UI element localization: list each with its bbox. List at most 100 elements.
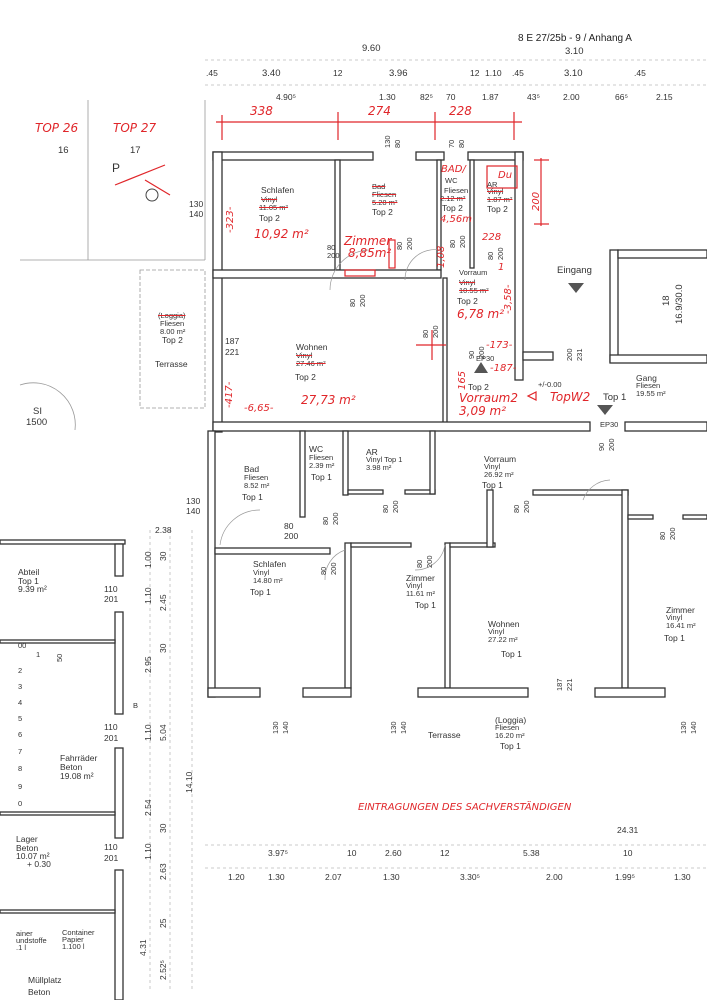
basement-cont1-a-label: ainer [16,929,33,938]
dims_top-red_200-label: 200 [531,191,542,211]
top2-vorraum2-area-label: 3,09 m² [459,404,507,418]
top2-doors-6-label: 80 [486,251,495,260]
top1-vorraum-unit-label: Top 1 [482,480,503,490]
top2-ar-name-label: AR [487,180,498,189]
basement-vdims-6-label: 2.95 [143,656,153,673]
entrance-ep30b-label: EP30 [600,420,619,429]
dims_top-r1-1-label: 3.10 [565,46,584,57]
footer-r2-5-label: 2.00 [546,872,563,882]
top2-red_dims-d228-label: 228 [482,232,502,243]
top1-wohnen-unit-label: Top 1 [501,649,522,659]
parking-top27-label: TOP 27 [113,121,157,135]
basement-lager-area-label: 10.07 m² [16,851,50,861]
top1-bad-name-label: Bad [244,464,260,474]
basement-doors-3-label: 201 [104,733,119,743]
top2-ar-du-label: Du [498,170,513,181]
footer-r2-7-label: 1.30 [674,872,691,882]
basement-cont2-a-label: Container [62,928,95,937]
door-swings [219,249,611,581]
top2-wohnen-d1-label: 187 [225,336,240,346]
top2-bad-area-label: 5.28 m² [372,198,398,207]
top2-doors-2-label: 80 [348,298,357,307]
basement-racks-4-label: 4 [18,698,23,707]
top2-zimmer-name-label: Zimmer [344,234,392,248]
basement-vdims-12-label: 1.10 [143,843,153,860]
top1-ar-area-label: 3.98 m² [366,463,392,472]
top2-red_dims-d665-label: -6,65- [244,403,274,414]
dims_top-r2-5-label: 1.10 [485,68,502,78]
basement-vdims-13-label: 2.63 [158,863,168,880]
top2-doors-7-label: 200 [496,247,505,260]
parking-p-label: P [112,161,121,175]
top1-wc-floor-label: Fliesen [309,453,334,462]
basement-vdims-7-label: 1.10 [143,724,153,741]
dims_top-small-3-label: 80 [457,139,466,148]
basement-vdims-15-label: 4.31 [138,939,148,956]
top1-ar-floor-label: Vinyl Top 1 [366,455,403,464]
top1-doors-12-label: 80 [658,531,667,540]
header-doc_ref-label: 8 E 27/25b - 9 / Anhang A [518,33,632,44]
basement-lager-name-label: Lager [16,834,38,844]
top1-schlafen-floor-label: Vinyl [253,568,270,577]
entrance-topw2-label: TopW2 [550,390,591,404]
top2-vorraum-name-label: Vorraum [459,268,488,277]
basement-abteil-name-label: Abteil [18,567,40,577]
entrance-d4-label: 200 [607,438,616,451]
footer-r1-3-label: 12 [440,848,450,858]
top1-schlafen-unit-label: Top 1 [250,587,271,597]
basement-racks-3-label: 3 [18,682,23,691]
top2-doors-5-label: 200 [458,235,467,248]
top1-windows-0-label: 130 [271,721,280,734]
top1-zimmer-unit-label: Top 1 [415,600,436,610]
top1-wc-area-label: 2.39 m² [309,461,335,470]
footer-r2-2-label: 2.07 [325,872,342,882]
top1-wohnen-d2-label: 221 [565,678,574,691]
basement-vdims-5-label: 30 [158,643,168,653]
basement-vdims-2-label: 30 [158,551,168,561]
basement-vdims-8-label: 5.04 [158,724,168,741]
top1-zimmer-floor-label: Vinyl [406,581,423,590]
footer-r1-0-label: 3.97⁵ [268,848,289,858]
loggia_top2-floor-label: Fliesen [160,319,185,328]
top2-zimmer-d2-label: 200 [327,251,340,260]
top2-badwc-unit-label: Top 2 [442,203,463,213]
basement-racks-6-label: 6 [18,730,23,739]
top1-doors-6-label: 80 [512,504,521,513]
top2-badwc-new_name-label: BAD/ [441,164,466,175]
basement-racks-0-label: 00 [18,641,27,650]
top1-windows-5-label: 140 [689,721,698,734]
entrance-level-label: +/-0.00 [538,380,562,389]
top2-vorraum-floor-label: Vinyl [459,278,476,287]
basement-doors-0-label: 110 [104,584,118,594]
top2-wohnen-new_area-label: 27,73 m² [301,393,356,407]
top1-bad-floor-label: Fliesen [244,473,269,482]
top1-doors-9-label: 200 [329,562,338,575]
loggia_top2-kind-label: Terrasse [155,359,188,369]
top2-ar-floor-label: Vinyl [487,187,504,196]
loggia_top2-area-label: 8.00 m² [160,327,186,336]
top2-wohnen-floor-label: Vinyl [296,351,313,360]
dims_top-r2-0-label: .45 [206,68,218,78]
basement-muell-name-label: Müllplatz [28,975,62,985]
top1-vorraum-name-label: Vorraum [484,454,517,464]
top1-doors-1-label: 200 [284,531,299,541]
top2-doors-4-label: 80 [448,239,457,248]
dims_top-r2-8-label: .45 [634,68,646,78]
top2-doors-11-label: 200 [431,325,440,338]
dims_top-r2-7-label: 3.10 [564,68,583,79]
basement-doors-2-label: 110 [104,722,118,732]
dims_top-red-0-label: 338 [250,104,273,118]
parking-n17-label: 17 [130,145,141,156]
red-annotations [114,112,549,401]
dims_top-r2-6-label: .45 [512,68,524,78]
top1-windows-2-label: 130 [389,721,398,734]
top2-doors-8-label: 90 [467,350,476,359]
top1-zimmer2-area-label: 16.41 m² [666,621,696,630]
basement-muell-floor-label: Beton [28,987,51,997]
footer-r1-5-label: 10 [623,848,633,858]
top2-doors-3-label: 200 [358,294,367,307]
gang-name-label: Gang [636,373,657,383]
top2-vorraum-new_area-label: 6,78 m² [457,307,505,321]
dims_top-r2-4-label: 12 [470,68,480,78]
